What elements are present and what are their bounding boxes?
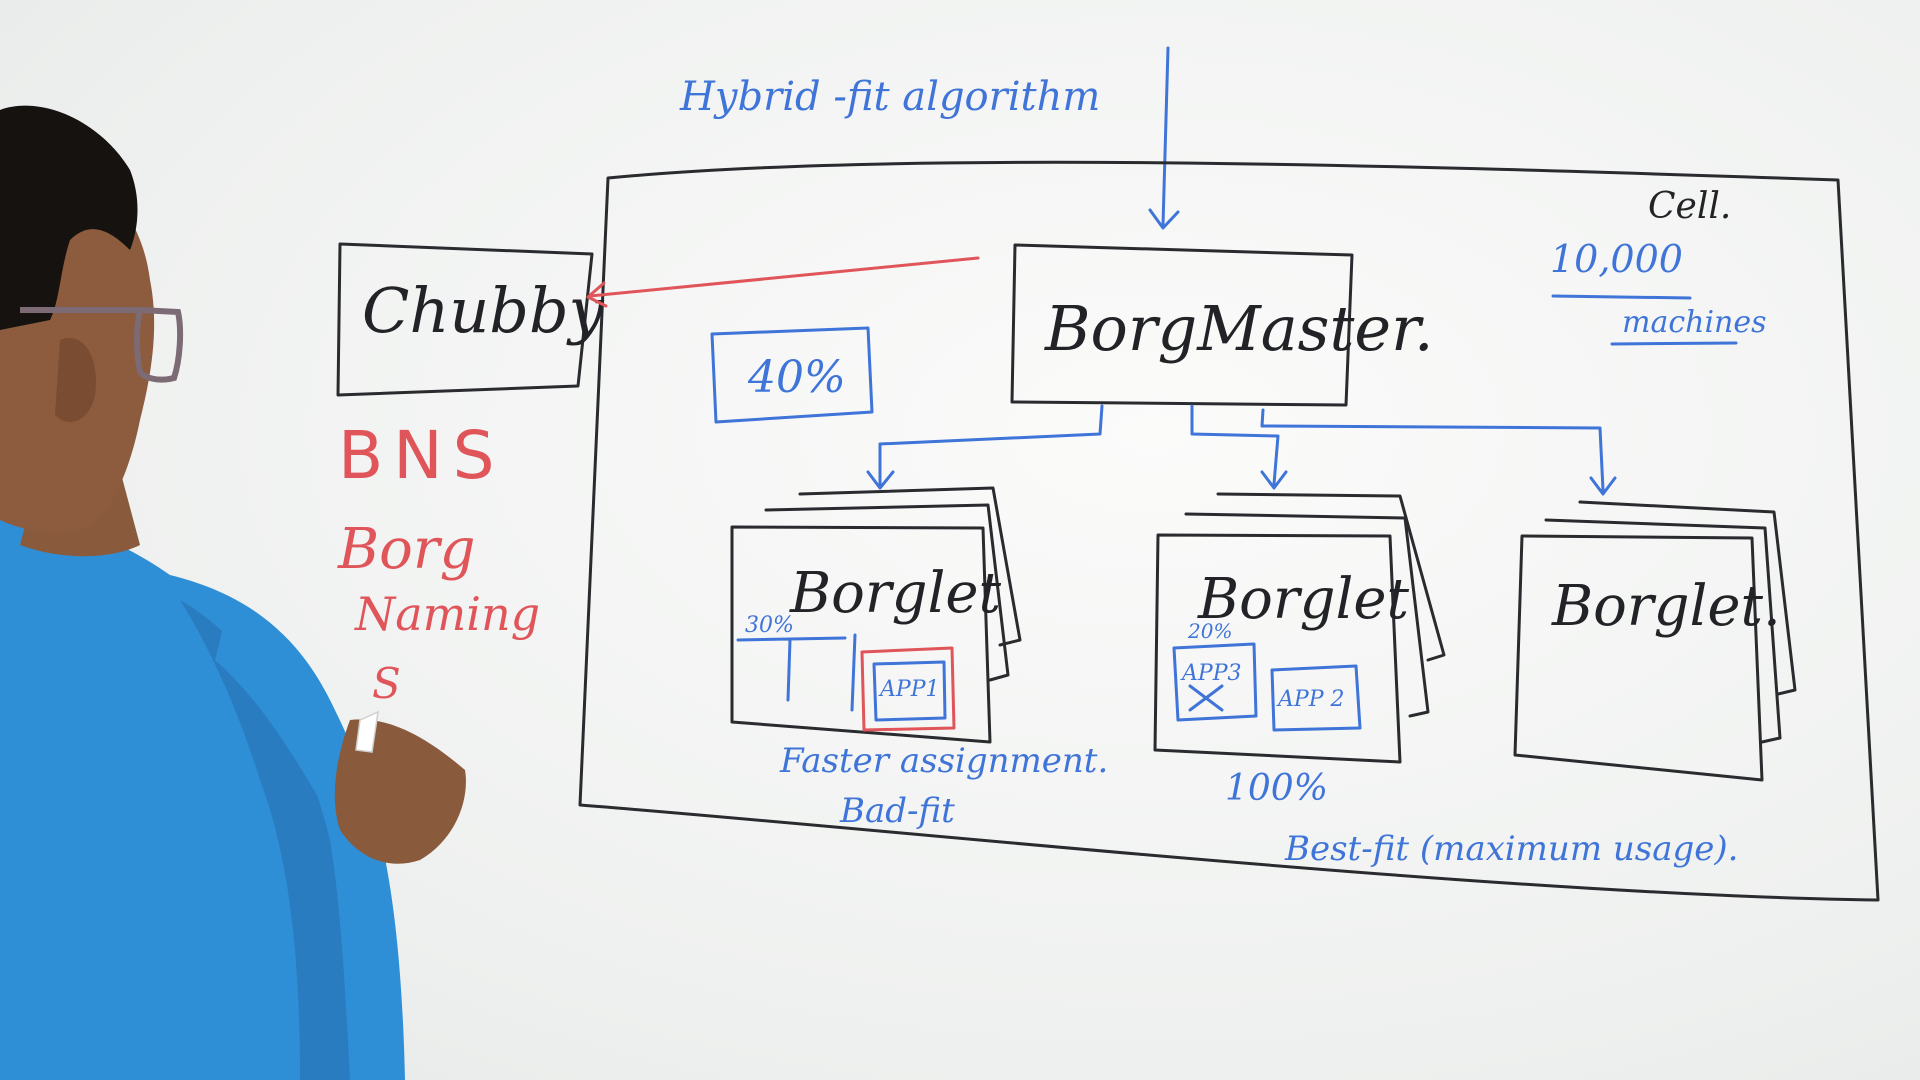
app1-box <box>872 660 947 722</box>
machine-unit: machines <box>1622 305 1767 340</box>
threshold-value: 40% <box>747 352 846 403</box>
borglet-1-label: Borglet <box>789 561 1002 626</box>
chubby-label: Chubby <box>362 274 605 347</box>
note-borg: Borg <box>337 517 475 582</box>
app1-red-box <box>860 646 956 732</box>
borglet-3-label: Borglet. <box>1551 574 1781 639</box>
marker-icon <box>355 710 379 753</box>
presenter-arm <box>215 600 355 800</box>
borglet-3: Borglet. <box>1513 500 1797 782</box>
best-fit-caption: Best-fit (maximum usage). <box>1284 829 1738 869</box>
note-naming: Naming <box>354 587 540 641</box>
borglet-1: Borglet 30% APP1 <box>730 486 1022 744</box>
borglet-2: Borglet 20% APP3 APP 2 <box>1153 492 1446 764</box>
machine-unit-underline <box>1610 341 1738 346</box>
presenter-hand <box>334 719 466 864</box>
app3-cross-out <box>1188 684 1224 712</box>
borglet-1-caption-2: Bad-fit <box>839 791 955 831</box>
app1-label: APP1 <box>878 677 940 702</box>
borgmaster-label: BorgMaster. <box>1044 292 1434 365</box>
presenter-ear <box>55 338 96 423</box>
machine-count-underline <box>1551 294 1692 300</box>
cell-label: Cell. <box>1648 186 1731 227</box>
presenter <box>0 105 466 1080</box>
cell-boundary <box>578 160 1880 902</box>
app3-label: APP3 <box>1180 661 1242 686</box>
note-s: S <box>372 659 401 708</box>
app2-box <box>1270 664 1362 732</box>
borgmaster-box <box>1010 243 1354 407</box>
machine-count: 10,000 <box>1550 237 1683 281</box>
borglet-2-caption: 100% <box>1225 768 1328 809</box>
borglet-2-usage: 20% <box>1187 619 1232 643</box>
algorithm-title: Hybrid -fit algorithm <box>679 74 1100 120</box>
app3-box <box>1172 642 1258 722</box>
borgmaster-to-chubby-arrow <box>586 256 980 308</box>
borglet-2-label: Borglet <box>1197 567 1410 632</box>
glasses-icon <box>20 307 184 383</box>
borglet-1-caption-1: Faster assignment. <box>779 741 1108 781</box>
borgmaster-to-borglet-arrows <box>866 404 1617 496</box>
note-bns: BNS <box>338 417 505 494</box>
presenter-hair <box>0 105 138 330</box>
incoming-arrow <box>1148 46 1180 230</box>
borglet-1-slots <box>736 633 857 712</box>
chubby-box <box>336 242 594 397</box>
threshold-box <box>710 326 874 424</box>
borglet-1-usage: 30% <box>745 613 794 638</box>
app2-label: APP 2 <box>1276 687 1344 712</box>
